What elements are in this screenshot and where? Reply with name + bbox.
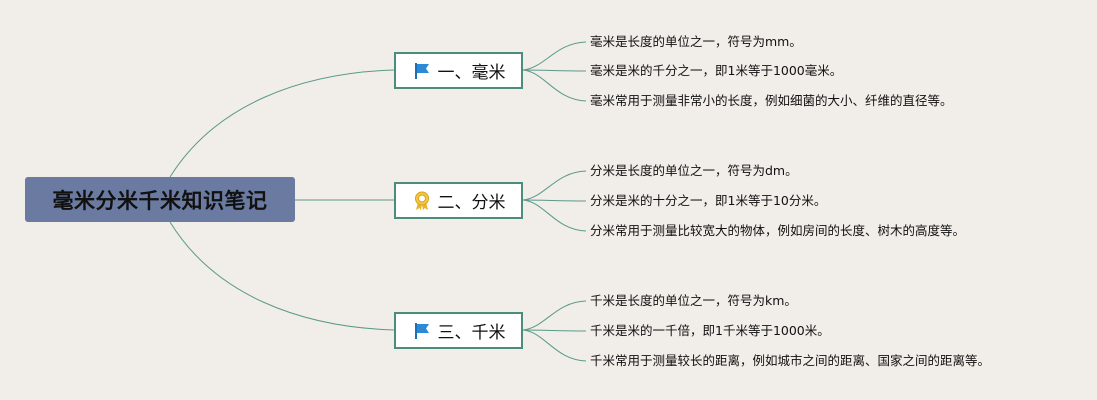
- branch-topic-label: 二、分米: [437, 193, 506, 213]
- connector-root-branch-1: [169, 69, 395, 178]
- note-decimeter-3[interactable]: 分米常用于测量比较宽大的物体，例如房间的长度、树木的高度等。: [590, 223, 966, 238]
- connector-branch-2-note-1: [522, 170, 587, 201]
- connector-branch-3-note-2: [522, 329, 587, 332]
- connector-branch-3-note-1: [522, 300, 587, 331]
- connector-branch-1-note-1: [522, 41, 587, 71]
- flag-icon: [412, 321, 432, 341]
- flag-icon: [412, 61, 432, 81]
- note-decimeter-2[interactable]: 分米是米的十分之一，即1米等于10分米。: [590, 193, 827, 208]
- note-kilometer-2[interactable]: 千米是米的一千倍，即1千米等于1000米。: [590, 323, 830, 338]
- award-badge-icon: [412, 191, 432, 211]
- root-topic-label: 毫米分米千米知识笔记: [52, 188, 268, 213]
- note-millimeter-2[interactable]: 毫米是米的千分之一，即1米等于1000毫米。: [590, 63, 843, 78]
- connector-branch-1-note-2: [522, 69, 587, 72]
- branch-topic-millimeter[interactable]: 一、毫米: [394, 52, 523, 89]
- root-topic[interactable]: 毫米分米千米知识笔记: [25, 177, 295, 222]
- note-millimeter-3[interactable]: 毫米常用于测量非常小的长度，例如细菌的大小、纤维的直径等。: [590, 93, 953, 108]
- branch-topic-label: 一、毫米: [437, 63, 506, 83]
- branch-topic-kilometer[interactable]: 三、千米: [394, 312, 523, 349]
- connector-branch-2-note-2: [522, 199, 587, 202]
- connector-root-branch-3: [169, 221, 395, 331]
- branch-topic-decimeter[interactable]: 二、分米: [394, 182, 523, 219]
- connector-branch-2-note-3: [522, 199, 587, 232]
- note-decimeter-1[interactable]: 分米是长度的单位之一，符号为dm。: [590, 163, 798, 178]
- note-kilometer-1[interactable]: 千米是长度的单位之一，符号为km。: [590, 293, 797, 308]
- branch-topic-label: 三、千米: [437, 323, 506, 343]
- note-kilometer-3[interactable]: 千米常用于测量较长的距离，例如城市之间的距离、国家之间的距离等。: [590, 353, 991, 368]
- note-millimeter-1[interactable]: 毫米是长度的单位之一，符号为mm。: [590, 34, 802, 49]
- connector-branch-1-note-3: [522, 69, 587, 102]
- connector-branch-3-note-3: [522, 329, 587, 362]
